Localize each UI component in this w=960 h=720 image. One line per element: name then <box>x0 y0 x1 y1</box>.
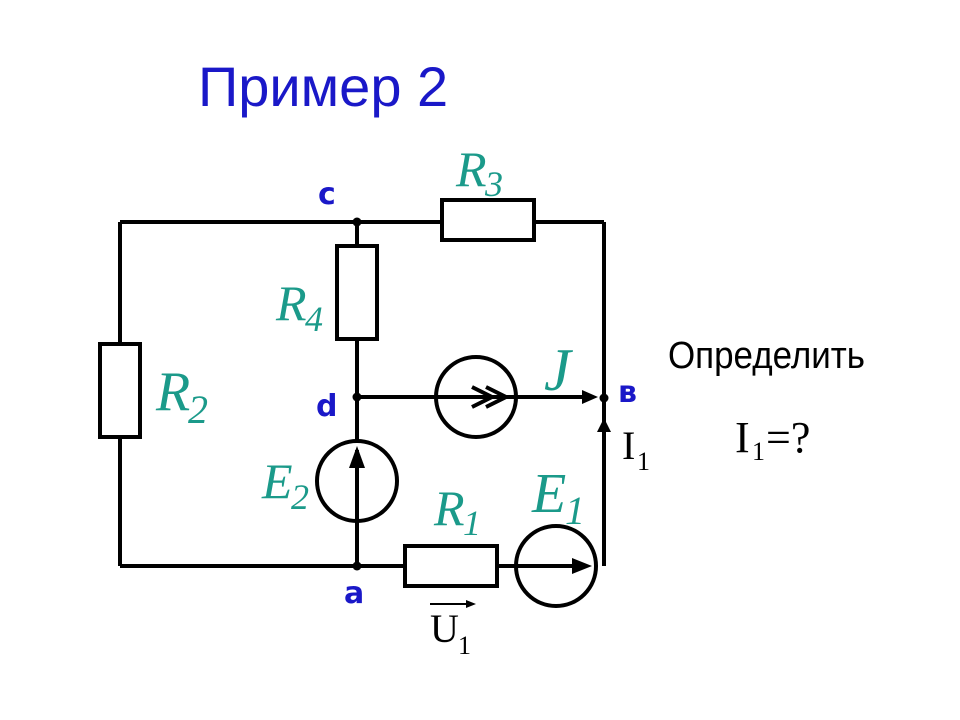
svg-text:E: E <box>261 453 293 509</box>
d-to-b-arrow <box>582 390 598 404</box>
label-j: J <box>544 337 573 403</box>
voltage-source-e2 <box>315 439 399 523</box>
node-label-d: d <box>316 389 337 424</box>
svg-text:1: 1 <box>565 488 585 533</box>
svg-text:=?: =? <box>766 413 810 462</box>
label-u1: U 1 <box>430 600 476 660</box>
node-label-b: в <box>618 375 637 410</box>
svg-text:1: 1 <box>752 437 765 466</box>
svg-text:R: R <box>433 480 465 536</box>
label-e1: E 1 <box>531 463 585 533</box>
svg-text:J: J <box>544 337 573 403</box>
current-source-j <box>434 355 518 439</box>
node-label-c: c <box>318 177 336 212</box>
resistor-r3 <box>440 198 536 242</box>
label-e2: E 2 <box>261 453 309 517</box>
node-dots <box>352 217 609 571</box>
resistor-r2 <box>98 342 142 439</box>
svg-text:R: R <box>155 361 190 423</box>
i1-current-arrow <box>597 418 611 432</box>
task-formula: I 1 =? <box>735 413 810 466</box>
resistor-r4 <box>335 244 379 341</box>
voltage-source-e1 <box>514 524 598 608</box>
svg-text:R: R <box>455 141 487 197</box>
svg-text:1: 1 <box>637 447 650 476</box>
svg-text:2: 2 <box>291 477 309 517</box>
task-label: Определить <box>668 334 865 377</box>
label-r3: R 3 <box>455 141 503 204</box>
svg-text:E: E <box>531 463 566 525</box>
label-r2: R 2 <box>155 361 208 432</box>
svg-text:4: 4 <box>305 299 323 339</box>
label-r4: R 4 <box>275 275 323 339</box>
node-label-a: a <box>344 576 364 611</box>
svg-text:3: 3 <box>484 164 503 204</box>
svg-text:1: 1 <box>463 503 481 543</box>
circuit-wires <box>118 220 606 568</box>
svg-text:U: U <box>430 606 459 651</box>
svg-text:2: 2 <box>188 387 208 432</box>
svg-text:I: I <box>622 423 635 468</box>
svg-text:1: 1 <box>458 631 471 660</box>
label-i1: I 1 <box>622 423 650 476</box>
label-r1: R 1 <box>433 480 481 543</box>
svg-text:I: I <box>735 413 750 462</box>
slide-title: Пример 2 <box>198 55 448 118</box>
svg-text:R: R <box>275 275 307 331</box>
resistor-r1 <box>403 544 499 588</box>
